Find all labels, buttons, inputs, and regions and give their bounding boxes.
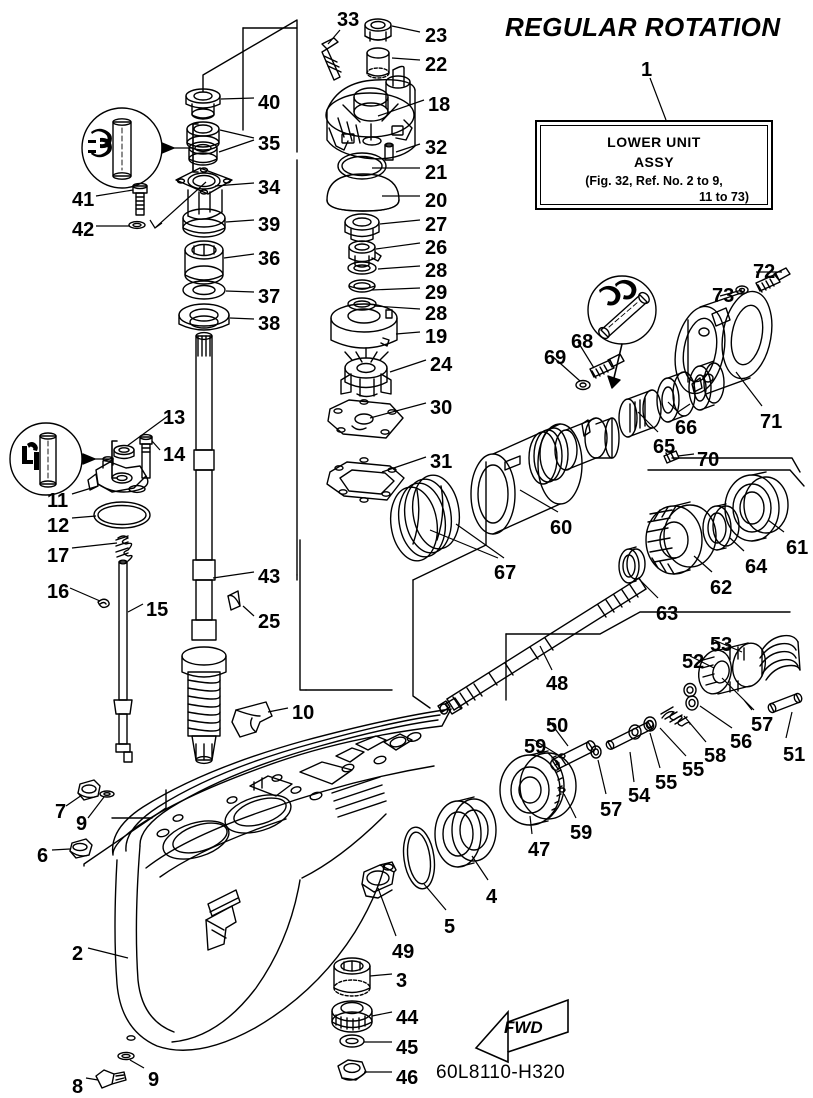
ref-number-1: 1 <box>641 59 653 81</box>
ref-number-11: 11 <box>47 490 69 512</box>
ref-number-20: 20 <box>425 190 448 212</box>
ref-number-52: 52 <box>682 651 705 673</box>
ref-number-43: 43 <box>258 566 281 588</box>
ref-number-72: 72 <box>753 261 776 283</box>
ref-number-9: 9 <box>76 813 88 835</box>
ref-number-36: 36 <box>258 248 281 270</box>
ref-number-5: 5 <box>444 916 456 938</box>
ref-number-15: 15 <box>146 599 169 621</box>
ref-number-2: 2 <box>72 943 84 965</box>
ref-number-38: 38 <box>258 313 281 335</box>
ref-number-10: 10 <box>292 702 315 724</box>
ref-number-45: 45 <box>396 1037 419 1059</box>
ref-number-24: 24 <box>430 354 453 376</box>
page-title: REGULAR ROTATION <box>505 12 781 42</box>
ref-number-8: 8 <box>72 1076 84 1098</box>
ref-number-30: 30 <box>430 397 453 419</box>
ref-number-55: 55 <box>682 759 705 781</box>
ref-number-60: 60 <box>550 517 573 539</box>
callout-inner-border <box>540 125 768 205</box>
ref-number-26: 26 <box>425 237 448 259</box>
ref-number-62: 62 <box>710 577 733 599</box>
ref-number-57: 57 <box>751 714 774 736</box>
ref-number-17: 17 <box>47 545 70 567</box>
ref-number-61: 61 <box>786 537 809 559</box>
ref-number-19: 19 <box>425 326 448 348</box>
ref-number-58: 58 <box>704 745 727 767</box>
lower-unit-assy-callout-box: LOWER UNIT ASSY (Fig. 32, Ref. No. 2 to … <box>535 120 773 210</box>
ref-number-31: 31 <box>430 451 453 473</box>
ref-number-6: 6 <box>37 845 49 867</box>
ref-number-14: 14 <box>163 444 186 466</box>
ref-number-70: 70 <box>697 449 720 471</box>
ref-number-28: 28 <box>425 303 448 325</box>
ref-number-47: 47 <box>528 839 551 861</box>
ref-number-12: 12 <box>47 515 70 537</box>
ref-number-22: 22 <box>425 54 448 76</box>
ref-number-53: 53 <box>710 634 733 656</box>
callout-line-3: (Fig. 32, Ref. No. 2 to 9, <box>585 174 723 188</box>
ref-number-59: 59 <box>570 822 593 844</box>
ref-number-69: 69 <box>544 347 567 369</box>
ref-number-65: 65 <box>653 436 676 458</box>
ref-number-50: 50 <box>546 715 569 737</box>
ref-number-25: 25 <box>258 611 281 633</box>
ref-number-57: 57 <box>600 799 623 821</box>
ref-number-39: 39 <box>258 214 281 236</box>
ref-number-71: 71 <box>760 411 783 433</box>
drawing-number: 60L8110-H320 <box>436 1062 566 1083</box>
ref-number-4: 4 <box>486 886 498 908</box>
ref-number-55: 55 <box>655 772 678 794</box>
ref-number-34: 34 <box>258 177 281 199</box>
callout-line-1: LOWER UNIT <box>607 134 701 150</box>
ref-number-73: 73 <box>712 285 735 307</box>
callout-leader-line <box>649 77 667 121</box>
ref-number-40: 40 <box>258 92 281 114</box>
ref-number-18: 18 <box>428 94 451 116</box>
fwd-direction-label: FWD <box>504 1018 543 1037</box>
ref-number-64: 64 <box>745 556 768 578</box>
ref-number-48: 48 <box>546 673 569 695</box>
ref-number-37: 37 <box>258 286 281 308</box>
ref-number-54: 54 <box>628 785 651 807</box>
ref-number-68: 68 <box>571 331 594 353</box>
ref-number-41: 41 <box>72 189 95 211</box>
ref-number-33: 33 <box>337 9 360 31</box>
ref-number-56: 56 <box>730 731 753 753</box>
ref-number-13: 13 <box>163 407 186 429</box>
ref-number-46: 46 <box>396 1067 419 1089</box>
ref-number-63: 63 <box>656 603 679 625</box>
callout-line-4: 11 to 73) <box>698 190 749 204</box>
ref-number-66: 66 <box>675 417 698 439</box>
ref-number-3: 3 <box>396 970 408 992</box>
callout-line-2: ASSY <box>633 154 675 170</box>
ref-number-59: 59 <box>524 736 547 758</box>
ref-number-9: 9 <box>148 1069 160 1091</box>
ref-number-23: 23 <box>425 25 448 47</box>
ref-number-51: 51 <box>783 744 806 766</box>
ref-number-49: 49 <box>392 941 415 963</box>
ref-number-27: 27 <box>425 214 448 236</box>
ref-number-35: 35 <box>258 133 281 155</box>
ref-number-29: 29 <box>425 282 448 304</box>
ref-number-16: 16 <box>47 581 70 603</box>
ref-number-21: 21 <box>425 162 448 184</box>
ref-number-44: 44 <box>396 1007 419 1029</box>
ref-number-42: 42 <box>72 219 95 241</box>
ref-number-7: 7 <box>55 801 67 823</box>
ref-number-28: 28 <box>425 260 448 282</box>
ref-number-67: 67 <box>494 562 517 584</box>
ref-number-32: 32 <box>425 137 448 159</box>
